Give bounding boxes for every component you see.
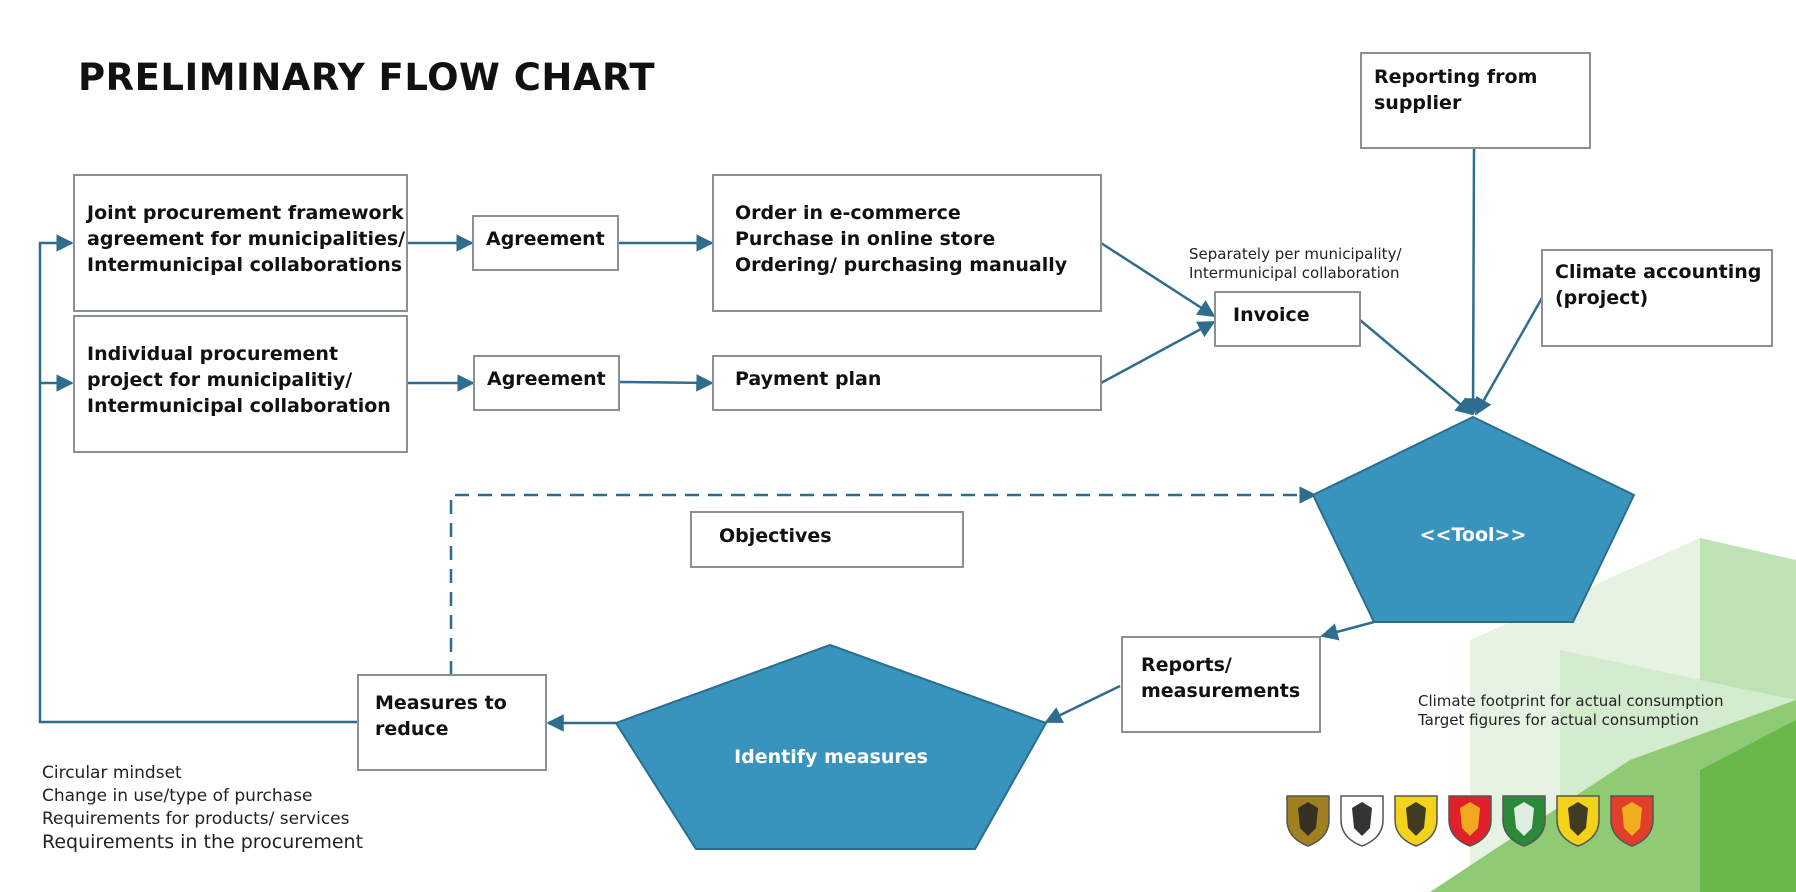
red-key-crest-icon	[1448, 795, 1492, 847]
note-line: Separately per municipality/	[1189, 245, 1402, 263]
box-line: measurements	[1141, 680, 1301, 702]
tool-label: <<Tool>>	[1419, 524, 1527, 546]
box-line: agreement for municipalities/	[87, 228, 406, 250]
reports-box[interactable]: Reports/ measurements	[1121, 636, 1321, 733]
agreement-bottom-box[interactable]: Agreement	[473, 355, 620, 411]
yellow-stripe-crest-icon	[1556, 795, 1600, 847]
payment-plan-box[interactable]: Payment plan	[712, 355, 1102, 411]
tool-pentagon[interactable]	[1311, 415, 1636, 623]
box-line: Joint procurement framework	[87, 202, 404, 224]
box-line: Invoice	[1233, 304, 1310, 326]
box-line: project for municipalitiy/	[87, 369, 353, 391]
joint-procurement-box[interactable]: Joint procurement framework agreement fo…	[73, 174, 408, 312]
footprint-note: Climate footprint for actual consumption…	[1418, 692, 1724, 730]
measures-box[interactable]: Measures to reduce	[357, 674, 547, 771]
box-line: Individual procurement	[87, 343, 339, 365]
castle-crest-icon	[1286, 795, 1330, 847]
box-line: Climate accounting	[1555, 261, 1762, 283]
arrow-invoice-to-tool	[1359, 319, 1474, 416]
list-item: Requirements for products/ services	[42, 809, 350, 829]
arrow-payment-to-invoice	[1100, 320, 1216, 385]
municipality-crests	[1285, 792, 1655, 848]
identify-pentagon[interactable]	[614, 643, 1048, 850]
note-line: Target figures for actual consumption	[1418, 711, 1699, 729]
bird-crest-icon	[1340, 795, 1384, 847]
red-flower-crest-icon	[1610, 795, 1654, 847]
bg-shape-mid	[1700, 538, 1796, 700]
note-line: Climate footprint for actual consumption	[1418, 692, 1724, 710]
box-line: Order in e-commerce	[735, 202, 961, 224]
note-line: Intermunicipal collaboration	[1189, 264, 1400, 282]
box-line: Reports/	[1141, 654, 1232, 676]
box-line: Intermunicipal collaborations	[87, 254, 403, 276]
yellow-crest-icon	[1394, 795, 1438, 847]
arrow-supplier-to-tool	[1464, 147, 1482, 416]
dashed-measures-to-tool	[449, 486, 1317, 675]
box-line: Purchase in online store	[735, 228, 996, 250]
box-line: reduce	[375, 718, 449, 740]
box-line: Objectives	[719, 524, 832, 547]
arrow-reports-to-identify	[1044, 684, 1121, 724]
arrow-climate-to-tool	[1474, 297, 1544, 416]
box-line: Measures to	[375, 692, 507, 714]
arrow-order-to-invoice	[1100, 241, 1216, 318]
arrow-tool-to-reports	[1320, 620, 1375, 641]
list-item: Change in use/type of purchase	[42, 786, 313, 806]
arrow-agreement-to-payment	[618, 374, 714, 392]
bottom-measures-list: Circular mindset Change in use/type of p…	[42, 762, 363, 854]
box-line: Reporting from	[1374, 66, 1538, 88]
identify-measures-label: Identify measures	[734, 746, 928, 768]
box-line: Agreement	[486, 228, 605, 250]
list-item: Requirements in the procurement	[42, 831, 364, 853]
bg-shape-dark	[1700, 720, 1796, 892]
box-line: Agreement	[487, 368, 606, 390]
reporting-supplier-box[interactable]: Reporting from supplier	[1360, 52, 1591, 149]
order-box[interactable]: Order in e-commerce Purchase in online s…	[712, 174, 1102, 312]
green-tree-crest-icon	[1502, 795, 1546, 847]
individual-procurement-box[interactable]: Individual procurement project for munic…	[73, 315, 408, 453]
loop-measures-to-start	[38, 234, 357, 724]
invoice-note: Separately per municipality/ Intermunici…	[1189, 245, 1402, 283]
box-line: supplier	[1374, 92, 1462, 114]
climate-accounting-box[interactable]: Climate accounting (project)	[1541, 249, 1773, 347]
invoice-box[interactable]: Invoice	[1214, 291, 1361, 347]
agreement-top-box[interactable]: Agreement	[472, 215, 619, 271]
page-title: PRELIMINARY FLOW CHART	[78, 56, 656, 99]
box-line: Ordering/ purchasing manually	[735, 254, 1068, 276]
objectives-box[interactable]: Objectives	[690, 511, 964, 568]
list-item: Circular mindset	[42, 763, 182, 783]
box-line: Payment plan	[735, 368, 882, 390]
box-line: Intermunicipal collaboration	[87, 395, 391, 417]
box-line: (project)	[1555, 287, 1649, 309]
